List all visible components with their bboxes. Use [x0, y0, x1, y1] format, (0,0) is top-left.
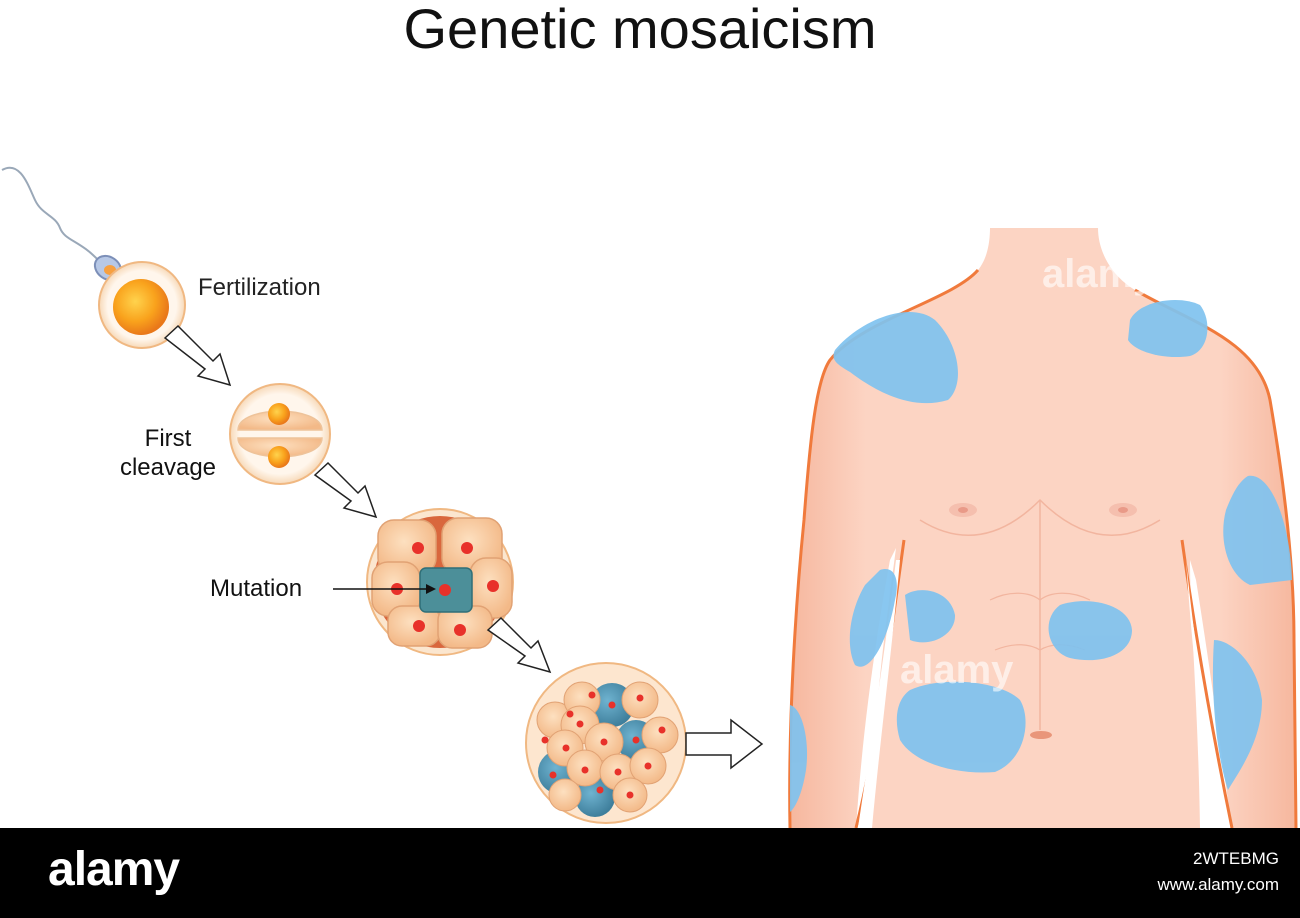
arrow-to-body — [685, 718, 764, 770]
two-cell-embryo-icon — [229, 383, 331, 485]
embryo-cluster-icon — [525, 662, 687, 824]
diagram-title: Genetic mosaicism — [403, 0, 877, 60]
fertilized-egg-icon — [98, 261, 186, 349]
arrow-to-cleavage — [163, 324, 232, 387]
arrow-to-cluster — [486, 616, 552, 674]
sperm-icon — [1, 166, 123, 282]
mosaic-patches — [790, 300, 1292, 812]
arrow-to-morula — [313, 461, 378, 519]
watermark-footer-bar — [0, 828, 1300, 918]
mutation-pointer-arrow — [333, 584, 436, 594]
watermark-overlay: alamy — [1042, 252, 1156, 296]
mutation-label: Mutation — [210, 575, 303, 602]
watermark-overlay: alamy — [900, 648, 1014, 692]
first-cleavage-label: First cleavage — [119, 425, 217, 481]
fertilization-label: Fertilization — [198, 274, 321, 301]
morula-icon — [366, 508, 514, 656]
site-url: www.alamy.com — [1157, 875, 1279, 894]
image-id: 2WTEBMG — [1193, 849, 1279, 868]
brand-logo: alamy — [48, 843, 180, 896]
mosaicism-illustration — [1, 166, 1298, 828]
